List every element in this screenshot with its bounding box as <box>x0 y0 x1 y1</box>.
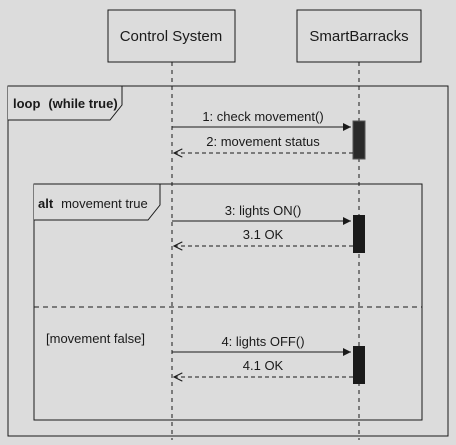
participant-barracks-label: SmartBarracks <box>309 28 408 45</box>
loop-frame: loop (while true) <box>7 85 449 437</box>
activation-2 <box>353 215 365 253</box>
message-3-1-label: 3.1 OK <box>243 227 284 242</box>
loop-keyword: loop <box>13 96 40 111</box>
loop-condition: (while true) <box>48 96 117 111</box>
activation-1 <box>352 120 366 160</box>
message-2: 2: movement status <box>174 134 353 153</box>
alt-frame-tab <box>34 183 161 221</box>
message-2-label: 2: movement status <box>206 134 320 149</box>
participant-control: Control System <box>107 9 236 63</box>
activation-3 <box>353 346 365 384</box>
alt-condition: movement true <box>61 196 148 211</box>
message-1-label: 1: check movement() <box>202 109 323 124</box>
message-4-1-label: 4.1 OK <box>243 358 284 373</box>
else-guard: [movement false] <box>46 331 145 346</box>
message-3-label: 3: lights ON() <box>225 203 302 218</box>
loop-frame-title: loop (while true) <box>13 95 118 111</box>
alt-frame: alt movement true [movement false] <box>33 183 423 421</box>
participant-barracks: SmartBarracks <box>296 9 422 63</box>
alt-frame-title: alt movement true <box>38 195 148 211</box>
loop-frame-tab <box>8 85 123 121</box>
alt-keyword: alt <box>38 196 54 211</box>
message-4-label: 4: lights OFF() <box>221 334 304 349</box>
message-3-1: 3.1 OK <box>174 227 353 246</box>
message-4-1: 4.1 OK <box>174 358 353 377</box>
message-4: 4: lights OFF() <box>172 334 351 356</box>
participant-control-label: Control System <box>120 28 223 45</box>
message-1: 1: check movement() <box>172 109 351 131</box>
message-3: 3: lights ON() <box>172 203 351 225</box>
